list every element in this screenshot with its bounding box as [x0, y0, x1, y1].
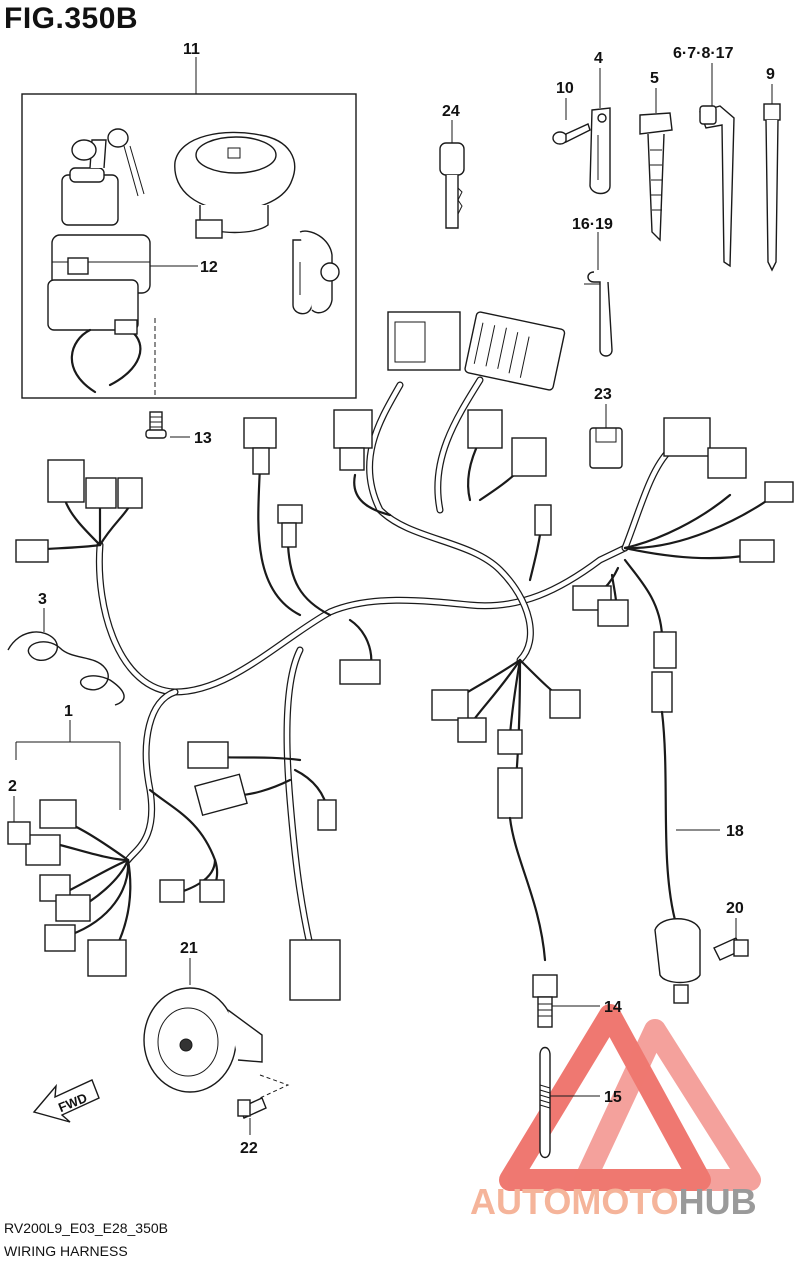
- spring-part: [539, 1046, 551, 1159]
- wiring-harness-part: [28, 376, 777, 952]
- callout-4: 4: [594, 50, 603, 67]
- sensor-part: [497, 767, 558, 1028]
- callout-12: 12: [200, 259, 218, 276]
- horn-part: [143, 987, 263, 1093]
- watermark-triangle-logo: [499, 1004, 761, 1191]
- watermark-text-hub: HUB: [679, 1181, 757, 1222]
- wire-coil-part: [7, 631, 125, 706]
- callout-2: 2: [8, 778, 17, 795]
- wire-clamp-part: [584, 271, 613, 357]
- horn-bolt-part: [237, 1097, 267, 1119]
- callout-6-7-8-17: 6·7·8·17: [673, 45, 734, 62]
- clamp-part: [589, 107, 611, 195]
- callout-3: 3: [38, 591, 47, 608]
- callout-14: 14: [604, 999, 622, 1016]
- ignition-set-frame: [21, 93, 357, 399]
- harness-connectors: [15, 311, 794, 1001]
- diagram-name: WIRING HARNESS: [4, 1243, 128, 1259]
- callout-10: 10: [556, 80, 574, 97]
- callout-23: 23: [594, 386, 612, 403]
- bolt-part: [713, 937, 749, 961]
- svg-text:AUTOMOTOHUB: AUTOMOTOHUB: [470, 1181, 757, 1222]
- callout-1: 1: [64, 703, 73, 720]
- key-part: [439, 142, 465, 229]
- callout-24: 24: [442, 103, 460, 120]
- callout-16-19: 16·19: [572, 216, 613, 233]
- cable-band-part: [639, 112, 673, 242]
- callout-21: 21: [180, 940, 198, 957]
- harness-clamp-part: [699, 105, 735, 268]
- callout-13: 13: [194, 430, 212, 447]
- seat-lock-part: [292, 230, 340, 315]
- screw-part: [145, 411, 167, 439]
- neutral-switch-part: [651, 671, 701, 1004]
- tie-band-part: [763, 103, 781, 272]
- diagram-code: RV200L9_E03_E28_350B: [4, 1220, 169, 1236]
- fwd-arrow-icon: FWD: [32, 1079, 100, 1123]
- watermark-text-automoto: AUTOMOTO: [470, 1181, 679, 1222]
- callout-20: 20: [726, 900, 744, 917]
- callout-15: 15: [604, 1089, 622, 1106]
- fuel-cap-part: [174, 131, 296, 239]
- ignition-switch-part: [47, 128, 151, 394]
- connector-cap-part: [589, 427, 623, 469]
- callout-11: 11: [183, 41, 200, 58]
- callout-18: 18: [726, 823, 744, 840]
- callout-22: 22: [240, 1140, 258, 1157]
- callout-5: 5: [650, 70, 659, 87]
- figure-title: FIG.350B: [4, 2, 139, 35]
- callout-9: 9: [766, 66, 775, 83]
- connector-part: [7, 821, 31, 845]
- tapping-screw-part: [552, 123, 591, 145]
